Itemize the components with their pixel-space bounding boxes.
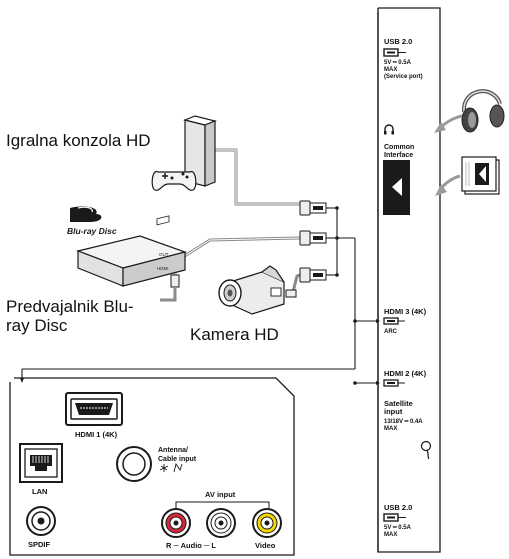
hdmi1-arrow-head (20, 378, 24, 383)
spdif-label: SPDIF (28, 540, 51, 549)
bluray-logo-text: Blu-ray Disc (67, 226, 117, 236)
ci-card-arrow-head (435, 184, 447, 196)
audio-l-port[interactable] (206, 508, 236, 538)
audio-label: R ─ Audio ─ L (166, 541, 216, 550)
common-interface-label-2: Interface (384, 152, 413, 159)
game-controller-icon (151, 170, 197, 191)
lan-label: LAN (32, 487, 47, 496)
hdmi1-label: HDMI 1 (4K) (75, 430, 118, 439)
side-panel-outline (377, 7, 441, 553)
player-hdmi-label: HDMI (157, 266, 169, 271)
hdmi2-arrow-head (376, 381, 380, 385)
hdmi3-arc: ARC (384, 329, 398, 335)
hdmi-plug-console (299, 200, 327, 216)
game-console-label: Igralna konzola HD (6, 131, 151, 150)
usb-bottom-title: USB 2.0 (384, 503, 412, 512)
usb-bottom-port-icon[interactable] (383, 513, 406, 522)
junction-dot (335, 236, 339, 240)
video-label: Video (255, 541, 276, 550)
satellite-label-2: input (384, 407, 403, 416)
junction-dot (353, 381, 357, 385)
satellite-spec: 13/18V ━ 0.4A (384, 419, 423, 425)
antenna-label-1: Antenna/ (158, 447, 188, 454)
headphone-arrow-head (434, 122, 446, 133)
bluray-logo: Blu-ray Disc (67, 206, 117, 236)
ci-card-icon (461, 156, 500, 195)
usb-bottom-max: MAX (384, 532, 397, 538)
bluray-label-2: ray Disc (6, 316, 68, 335)
antenna-symbol-icon (159, 462, 183, 473)
spdif-port[interactable] (26, 506, 56, 536)
camera-label: Kamera HD (190, 325, 279, 344)
player-out-label: OUT (159, 252, 169, 257)
hdmi3-title: HDMI 3 (4K) (384, 307, 427, 316)
hdmi-plug-bluray (299, 230, 327, 246)
lan-port[interactable] (19, 443, 63, 483)
usb-bottom-spec: 5V ━ 0.5A (384, 525, 412, 531)
antenna-label-2: Cable input (158, 456, 197, 463)
game-console-icon (183, 115, 217, 187)
junction-dot (353, 319, 357, 323)
av-input-label: AV input (205, 490, 236, 499)
video-port[interactable] (252, 508, 282, 538)
camera-hdmi-plug (285, 289, 297, 298)
usb-top-title: USB 2.0 (384, 37, 412, 46)
hdmi3-arrow-head (376, 319, 380, 323)
satellite-connector-icon[interactable] (420, 440, 434, 460)
av-input-bracket (175, 501, 270, 508)
bluray-label-1: Predvajalnik Blu- (6, 297, 134, 316)
hdmi2-title: HDMI 2 (4K) (384, 369, 427, 378)
hdmi2-port-icon[interactable] (383, 379, 405, 387)
hdmi-routing-lines (21, 207, 376, 384)
audio-r-port[interactable] (161, 508, 191, 538)
satellite-label-1: Satellite (384, 399, 413, 408)
common-interface-label-1: Common (384, 144, 414, 151)
junction-dot (335, 206, 339, 210)
hdmi1-port[interactable] (65, 392, 123, 426)
ci-slot[interactable] (383, 160, 410, 215)
junction-dot (335, 273, 339, 277)
antenna-port[interactable] (116, 446, 152, 482)
camera-icon (218, 265, 285, 315)
satellite-max: MAX (384, 426, 397, 432)
usb-top-max: MAX (384, 67, 397, 73)
hdmi-plug-camera (299, 267, 327, 283)
bluray-hdmi-plug (160, 274, 180, 302)
usb-top-port-icon (383, 48, 406, 57)
headphones-icon (461, 89, 505, 133)
bluray-player-icon: OUT HDMI (75, 215, 188, 287)
usb-top-spec: 5V ━ 0.5A (384, 60, 412, 66)
bottom-panel-outline (9, 377, 295, 556)
hdmi3-port-icon[interactable] (383, 317, 405, 325)
headphone-port-icon (384, 124, 394, 135)
usb-top-note: (Service port) (384, 74, 423, 80)
